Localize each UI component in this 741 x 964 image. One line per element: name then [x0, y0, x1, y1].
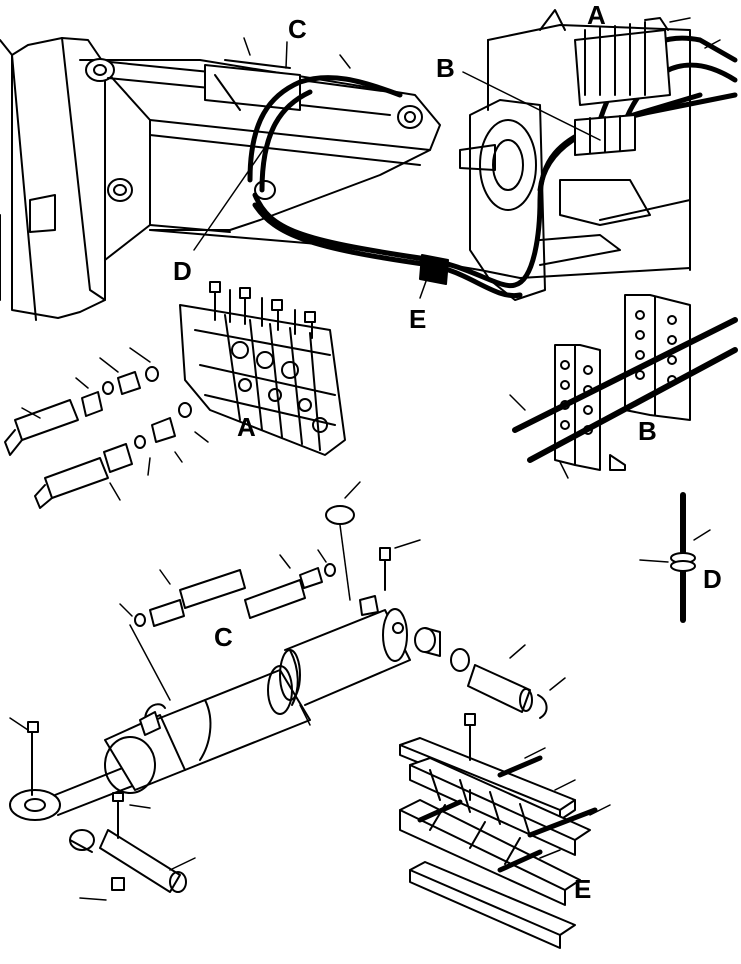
boom-cylinder: [85, 58, 391, 116]
cylinder-leader-lines: [9, 481, 566, 901]
callout-c-top: C: [288, 14, 307, 44]
clamp-e-leaders: [524, 747, 611, 859]
callout-a-top: A: [587, 0, 606, 30]
cylinder-assembly: [9, 505, 548, 893]
callout-b-top: B: [436, 53, 455, 83]
clamp-b-leaders: [509, 394, 569, 479]
clamp-b-hoses: [512, 317, 738, 463]
callout-d-band: D: [703, 564, 722, 594]
callout-e-clamp: E: [574, 874, 592, 904]
boom-hose-clamp: [419, 254, 449, 285]
callout-d-top: D: [173, 256, 192, 286]
top-leader-lines: [193, 17, 721, 299]
top-control-valve: [574, 17, 671, 106]
top-hose-clamp: [574, 114, 636, 156]
callout-b-clamp: B: [638, 416, 657, 446]
machine-frame: [0, 9, 691, 321]
control-valve-assembly: [179, 281, 346, 456]
clamp-e-assembly: [399, 713, 598, 949]
callout-a-valve: A: [237, 412, 256, 442]
valve-leader-lines: [21, 347, 209, 501]
callout-e-top: E: [409, 304, 427, 334]
hose-band-assembly: [639, 492, 711, 623]
callout-c-cylinder: C: [214, 622, 233, 652]
valve-fittings: [4, 366, 192, 509]
